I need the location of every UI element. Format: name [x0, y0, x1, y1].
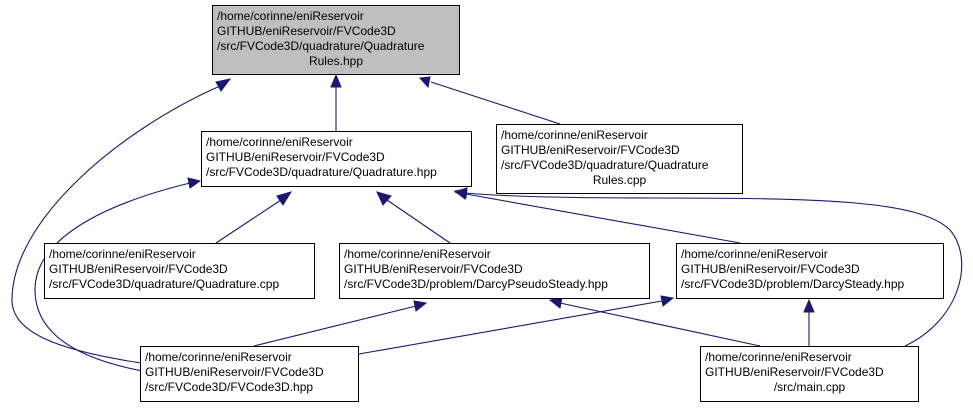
edge-main_cpp-to-quadrature_hpp — [464, 192, 963, 347]
node-line: /home/corinne/eniReservoir — [217, 9, 364, 23]
node-line: GITHUB/eniReservoir/FVCode3D — [145, 365, 324, 379]
node-line: /src/FVCode3D/FVCode3D.hpp — [145, 380, 314, 394]
arrowhead — [660, 295, 675, 307]
node-line: GITHUB/eniReservoir/FVCode3D — [49, 262, 228, 276]
arrowhead — [413, 300, 428, 312]
arrowhead — [376, 191, 392, 206]
arrowhead — [453, 187, 468, 199]
node-quadrature-rules-cpp[interactable]: /home/corinne/eniReservoir GITHUB/eniRes… — [496, 124, 743, 194]
arrowhead — [215, 78, 232, 92]
node-quadrature-rules-hpp: /home/corinne/eniReservoir GITHUB/eniRes… — [212, 5, 460, 75]
node-line: /home/corinne/eniReservoir — [681, 247, 828, 261]
node-darcy-steady-hpp[interactable]: /home/corinne/eniReservoir GITHUB/eniRes… — [676, 243, 944, 299]
node-quadrature-hpp[interactable]: /home/corinne/eniReservoir GITHUB/eniRes… — [201, 131, 472, 187]
node-quadrature-cpp[interactable]: /home/corinne/eniReservoir GITHUB/eniRes… — [44, 243, 315, 299]
edge-darcy_steady_hpp-to-quadrature_hpp — [465, 193, 741, 244]
arrowhead — [187, 177, 202, 189]
node-line: /home/corinne/eniReservoir — [344, 247, 491, 261]
arrowhead — [418, 76, 431, 89]
node-line: /home/corinne/eniReservoir — [145, 350, 292, 364]
edge-quadrature_rules_cpp-to-quadrature_rules_hpp — [430, 81, 561, 125]
node-main-cpp[interactable]: /home/corinne/eniReservoir GITHUB/eniRes… — [700, 346, 919, 402]
edge-darcy_pseudo_steady_hpp-to-quadrature_hpp — [386, 199, 451, 244]
edge-main_cpp-to-darcy_pseudo_steady_hpp — [559, 302, 761, 347]
node-line: /home/corinne/eniReservoir — [501, 128, 648, 142]
node-line: GITHUB/eniReservoir/FVCode3D — [217, 24, 396, 38]
node-line: /src/main.cpp — [773, 380, 846, 394]
node-line: /src/FVCode3D/quadrature/Quadrature — [501, 158, 709, 172]
node-line: GITHUB/eniReservoir/FVCode3D — [681, 262, 860, 276]
arrowhead — [330, 73, 342, 88]
edge-quadrature_cpp-to-quadrature_hpp — [215, 199, 282, 244]
node-line: /home/corinne/eniReservoir — [49, 247, 196, 261]
arrowhead — [803, 298, 815, 313]
node-line: GITHUB/eniReservoir/FVCode3D — [705, 365, 884, 379]
node-line: /src/FVCode3D/quadrature/Quadrature — [217, 39, 425, 53]
node-line: /src/FVCode3D/quadrature/Quadrature.hpp — [206, 165, 437, 179]
arrowhead — [276, 191, 293, 206]
edge-fvcode3d_hpp-to-darcy_pseudo_steady_hpp — [253, 305, 417, 347]
node-line: Rules.hpp — [308, 54, 364, 68]
node-line: /src/FVCode3D/quadrature/Quadrature.cpp — [49, 277, 280, 291]
node-fvcode3d-hpp[interactable]: /home/corinne/eniReservoir GITHUB/eniRes… — [140, 346, 359, 402]
node-line: Rules.cpp — [592, 173, 647, 187]
node-line: GITHUB/eniReservoir/FVCode3D — [206, 150, 385, 164]
node-line: GITHUB/eniReservoir/FVCode3D — [344, 262, 523, 276]
edge-fvcode3d_hpp-to-darcy_steady_hpp — [358, 300, 663, 355]
edge-fvcode3d_hpp-to-quadrature_rules_hpp — [11, 85, 221, 365]
arrowhead — [548, 297, 563, 309]
node-line: /home/corinne/eniReservoir — [705, 350, 852, 364]
node-line: /src/FVCode3D/problem/DarcyPseudoSteady.… — [344, 277, 608, 291]
node-darcy-pseudo-steady-hpp[interactable]: /home/corinne/eniReservoir GITHUB/eniRes… — [339, 243, 650, 299]
node-line: /src/FVCode3D/problem/DarcySteady.hpp — [681, 277, 905, 291]
node-line: /home/corinne/eniReservoir — [206, 135, 353, 149]
edge-fvcode3d_hpp-to-quadrature_hpp — [34, 182, 191, 373]
node-line: GITHUB/eniReservoir/FVCode3D — [501, 143, 680, 157]
